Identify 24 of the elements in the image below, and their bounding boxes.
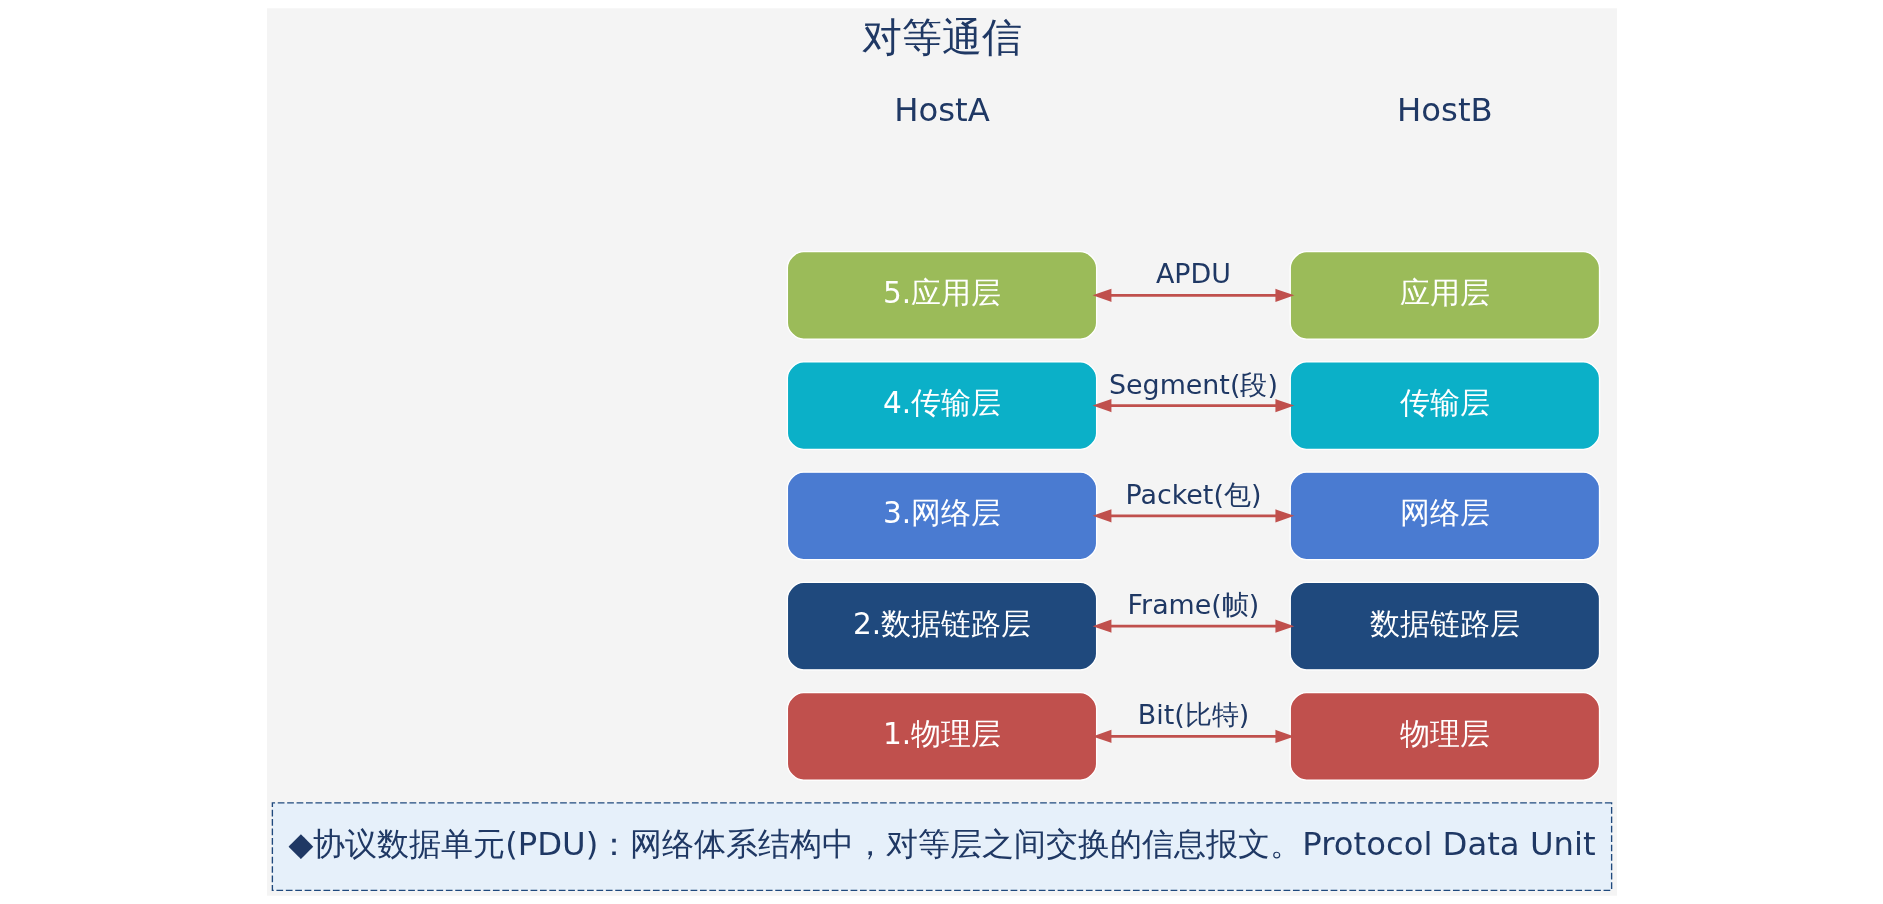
node-box: 3.网络层 xyxy=(786,471,1097,561)
node-box: 5.应用层 xyxy=(786,251,1097,340)
label: ◆协议数据单元(PDU)：网络体系结构中，对等层之间交换的信息报文。Protocol Data Unit xyxy=(287,824,1596,863)
node-box: 4.传输层 xyxy=(786,361,1097,450)
node-box: 网络层 xyxy=(1289,471,1600,561)
arrow xyxy=(1092,509,1294,523)
node-box: 应用层 xyxy=(1289,251,1600,340)
diagram-title: 对等通信 xyxy=(861,14,1022,62)
label: HostA xyxy=(893,90,990,129)
node-box: 物理层 xyxy=(1289,692,1600,781)
node-box: 数据链路层 xyxy=(1289,581,1600,671)
label: HostB xyxy=(1396,90,1493,129)
arrow xyxy=(1092,288,1294,302)
edge-label: APDU xyxy=(1155,258,1231,290)
arrow xyxy=(1092,619,1294,633)
edge-label: Segment(段) xyxy=(1108,368,1278,400)
arrow xyxy=(1092,729,1294,743)
edge-label: Packet(包) xyxy=(1125,478,1261,510)
node-box: 2.数据链路层 xyxy=(786,581,1097,671)
node-box: 1.物理层 xyxy=(786,692,1097,781)
edge-label: Bit(比特) xyxy=(1137,699,1249,731)
edge-label: Frame(帧) xyxy=(1127,589,1259,621)
arrow xyxy=(1092,399,1294,413)
node-box: 传输层 xyxy=(1289,361,1600,450)
